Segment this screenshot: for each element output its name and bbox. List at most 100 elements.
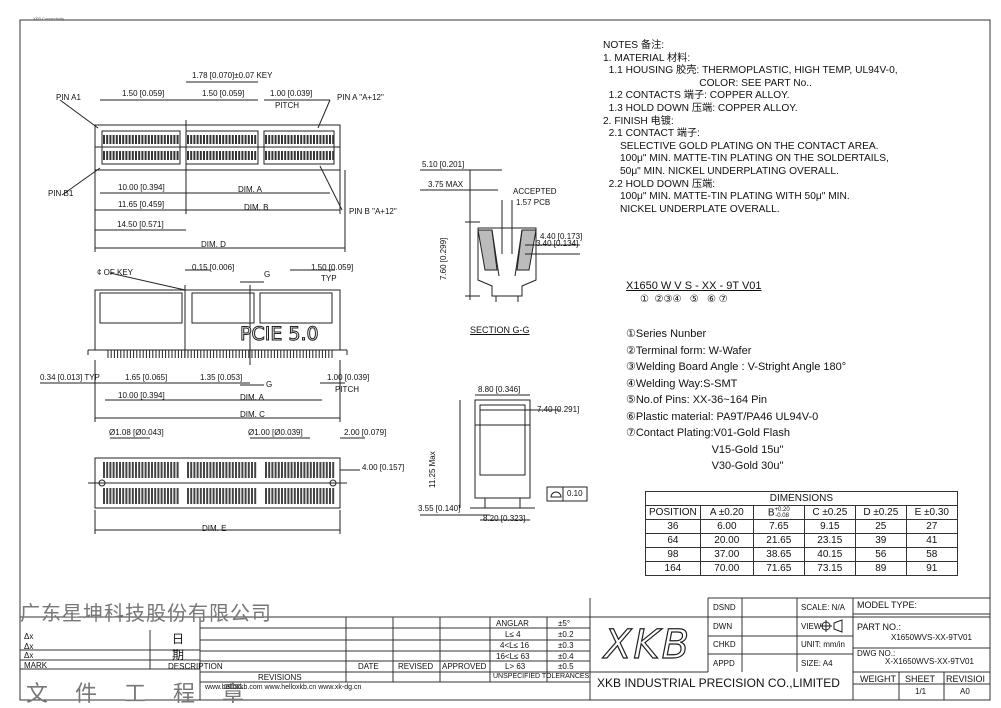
- seal-watermark: 文 件 工 程 章: [26, 682, 254, 707]
- pin-mark: [287, 462, 290, 478]
- pin-mark: [154, 151, 157, 160]
- revision-label: REVISIOI: [946, 674, 986, 684]
- notes-line: 100μ" MIN. MATTE-TIN PLATING WITH 50μ" M…: [603, 191, 850, 203]
- pin-mark: [144, 488, 147, 504]
- company-en: XKB INDUSTRIAL PRECISION CO.,LIMITED: [597, 676, 840, 690]
- notes-line: 2. FINISH 电镀:: [603, 115, 674, 127]
- dim-label: 4.40 [0.173]: [540, 232, 583, 241]
- hole-dim-label: Ø1.08 [Ø0.043]: [109, 428, 164, 437]
- cell: 56: [854, 547, 907, 562]
- pin-mark: [122, 488, 125, 504]
- pin-mark: [122, 151, 125, 160]
- pin-mark: [151, 462, 153, 478]
- cell: 25: [854, 519, 907, 534]
- pin-mark: [281, 135, 283, 144]
- dim-label: 10.00 [0.394]: [118, 391, 165, 400]
- pin-mark: [106, 151, 109, 160]
- pin-mark: [190, 135, 193, 144]
- pin-mark: [271, 135, 274, 144]
- legend-line: ④Welding Way:S-SMT: [626, 377, 738, 390]
- cell: 41: [905, 533, 958, 548]
- pin-mark: [109, 462, 112, 478]
- pin-mark: [225, 488, 228, 504]
- notes-line: COLOR: SEE PART No..: [603, 77, 812, 89]
- pin-mark: [103, 135, 105, 144]
- pin-mark: [119, 488, 121, 504]
- pin-mark: [297, 488, 299, 504]
- pin-mark: [277, 488, 280, 504]
- model-type-label: MODEL TYPE:: [857, 600, 918, 610]
- pin-mark: [141, 151, 144, 160]
- pin-mark: [265, 135, 267, 144]
- pin-mark: [206, 151, 209, 160]
- side-view: [420, 394, 588, 521]
- pin-mark: [274, 151, 277, 160]
- pin-mark: [313, 462, 315, 478]
- cell: 6.00: [699, 519, 754, 534]
- pin-mark: [319, 488, 322, 504]
- pin-mark: [290, 135, 293, 144]
- revisions-label: REVISIONS: [258, 673, 302, 682]
- pin-mark: [235, 135, 237, 144]
- pin-mark: [112, 135, 115, 144]
- pitch-label: PITCH: [335, 385, 359, 394]
- cell: 71.65: [752, 561, 805, 576]
- pin-mark: [231, 488, 234, 504]
- pin-mark: [306, 462, 309, 478]
- part-no-label: PART NO.:: [857, 622, 902, 632]
- pin-mark: [287, 151, 290, 160]
- pin-mark: [160, 488, 163, 504]
- col-header: E ±0.30: [905, 505, 958, 520]
- pin-mark: [206, 135, 209, 144]
- cell: 20.00: [699, 533, 754, 548]
- pin-mark: [238, 151, 241, 160]
- pin-mark: [147, 488, 150, 504]
- pin-mark: [131, 151, 134, 160]
- pin-mark: [277, 462, 280, 478]
- pin-b-b12-label: PIN B "A+12": [349, 207, 397, 216]
- pin-mark: [135, 488, 137, 504]
- pin-mark: [325, 462, 328, 478]
- pin-mark: [199, 462, 202, 478]
- pin-mark: [251, 488, 253, 504]
- pin-mark: [106, 488, 109, 504]
- pin-mark: [268, 135, 271, 144]
- approved-label: APPROVED: [442, 662, 487, 671]
- pin-mark: [147, 151, 150, 160]
- pin-mark: [160, 151, 163, 160]
- pin-mark: [125, 151, 128, 160]
- sheet-label: SHEET: [905, 674, 936, 684]
- pin-mark: [309, 151, 312, 160]
- pin-mark: [219, 488, 221, 504]
- pin-mark: [167, 462, 169, 478]
- pin-mark: [322, 462, 325, 478]
- legend-line: ⑦Contact Plating:V01-Gold Flash: [626, 427, 790, 439]
- pin-mark: [163, 488, 166, 504]
- pin-mark: [135, 135, 137, 144]
- pin-mark: [209, 488, 212, 504]
- pin-mark: [268, 462, 271, 478]
- pin-mark: [244, 151, 247, 160]
- pin-mark: [115, 488, 118, 504]
- notes-line: NICKEL UNDERPLATE OVERALL.: [603, 203, 780, 215]
- dim-d-label: DIM. D: [201, 240, 226, 249]
- dim-label: 1.50 [0.059]: [122, 89, 165, 98]
- view-label: VIEW:: [801, 622, 824, 631]
- pin-mark: [147, 462, 150, 478]
- cell: 40.15: [803, 547, 856, 562]
- cell: 39: [854, 533, 907, 548]
- pin-mark: [251, 135, 253, 144]
- pin-mark: [163, 462, 166, 478]
- pin-mark: [313, 135, 315, 144]
- pcb-label: 1.57 PCB: [516, 198, 551, 207]
- pin-mark: [131, 135, 134, 144]
- pin-mark: [196, 151, 199, 160]
- pin-mark: [203, 151, 205, 160]
- dim-label: 8.80 [0.346]: [478, 385, 521, 394]
- pin-mark: [193, 462, 196, 478]
- pin-mark: [206, 488, 209, 504]
- pin-mark: [332, 488, 335, 504]
- pin-mark: [209, 151, 212, 160]
- pin-mark: [215, 135, 218, 144]
- dim-vertical-label: 11.25 Max: [428, 451, 437, 488]
